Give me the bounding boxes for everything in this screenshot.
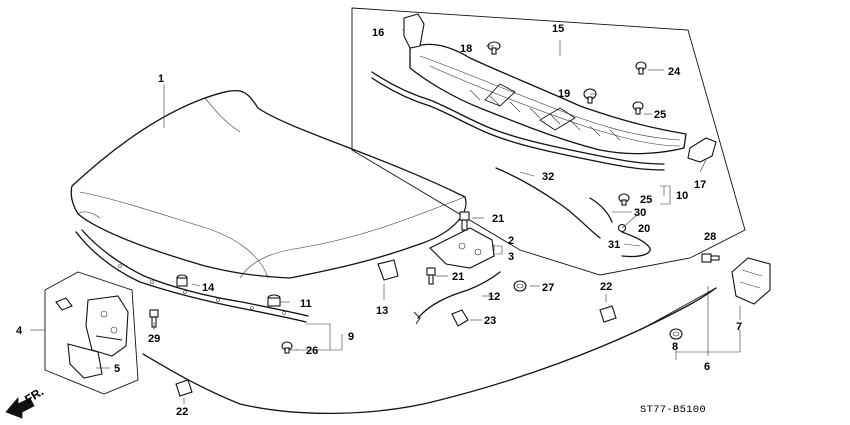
hood-support-rod: [417, 271, 501, 319]
label-part-24: 24: [668, 66, 681, 78]
hood-latch: [55, 295, 129, 357]
washer-tube-32: [495, 167, 601, 239]
label-part-4: 4: [16, 325, 23, 337]
leader-lines: [30, 29, 741, 404]
label-part-32: 32: [542, 171, 554, 183]
label-part-25-lower: 25: [640, 194, 652, 206]
label-part-21-upper: 21: [492, 213, 504, 225]
bolt-28: [701, 253, 720, 263]
label-part-2: 2: [508, 235, 514, 247]
grommet-27: [513, 280, 527, 292]
label-part-31: 31: [608, 239, 620, 251]
label-part-7: 7: [736, 321, 742, 333]
brace-10: [660, 185, 671, 205]
bolt-21-upper: [459, 211, 470, 231]
bracket-13: [377, 259, 399, 281]
brace-6-8: [676, 330, 741, 353]
label-part-14: 14: [202, 282, 215, 294]
label-part-15: 15: [552, 23, 564, 35]
cowl-bracket-left: [403, 13, 425, 49]
clip-22-lower: [175, 379, 193, 397]
brace-2-3: [494, 245, 503, 255]
cowl-group-outline: [351, 7, 746, 276]
label-part-12: 12: [488, 291, 500, 303]
label-part-1: 1: [158, 73, 164, 85]
bumper-11: [267, 294, 281, 307]
label-part-30: 30: [634, 207, 646, 219]
washer-tube-30: [589, 197, 613, 223]
label-part-11: 11: [300, 298, 312, 310]
brace-9: [296, 323, 342, 351]
label-part-27: 27: [542, 282, 554, 294]
part-number-labels: 1 2 3 4 5 6 7 8 9 10 11 12 13 14 15 16 1…: [16, 23, 742, 418]
washer-tube-31: [621, 231, 651, 258]
latch-cover: [67, 343, 103, 379]
label-part-6: 6: [704, 361, 710, 373]
hood-hinge: [429, 227, 495, 269]
label-part-21-lower: 21: [452, 271, 464, 283]
bumper-14: [176, 274, 188, 287]
label-part-9: 9: [348, 331, 354, 343]
label-part-28: 28: [704, 231, 716, 243]
label-part-29: 29: [148, 333, 160, 345]
latch-group-outline: [44, 271, 139, 395]
clip-18: [487, 41, 501, 55]
cowl-top-cover: [409, 43, 687, 155]
label-part-3: 3: [508, 251, 514, 263]
clip-22-right: [599, 305, 617, 323]
clip-24: [635, 61, 647, 75]
cowl-seal: [371, 71, 665, 165]
hood-panel: [70, 89, 467, 279]
clip-25-lower: [618, 193, 630, 206]
bolt-21-lower: [426, 267, 436, 285]
label-part-23: 23: [484, 315, 496, 327]
label-part-25-upper: 25: [654, 109, 666, 121]
front-direction-marker: FR.: [5, 384, 46, 419]
grommet-8: [669, 328, 683, 340]
clip-19: [583, 88, 597, 104]
clip-25-upper: [632, 101, 644, 115]
diagram-code: ST77-B5100: [640, 404, 706, 416]
rod-holder-23: [451, 309, 469, 327]
label-part-8: 8: [672, 341, 678, 353]
label-part-18: 18: [460, 43, 472, 55]
label-part-19: 19: [558, 88, 570, 100]
label-part-13: 13: [376, 305, 388, 317]
label-part-16: 16: [372, 27, 384, 39]
release-handle: [731, 257, 771, 305]
label-part-10: 10: [676, 190, 688, 202]
label-part-22-right: 22: [600, 281, 612, 293]
label-part-26: 26: [306, 345, 318, 357]
cowl-bracket-right: [687, 137, 717, 163]
hood-seal-strip: [75, 229, 309, 323]
label-part-5: 5: [114, 363, 120, 375]
label-part-22-lower: 22: [176, 406, 188, 418]
release-cable: [142, 287, 717, 414]
label-part-20: 20: [638, 223, 650, 235]
label-part-17: 17: [694, 179, 706, 191]
clip-26: [281, 341, 293, 354]
